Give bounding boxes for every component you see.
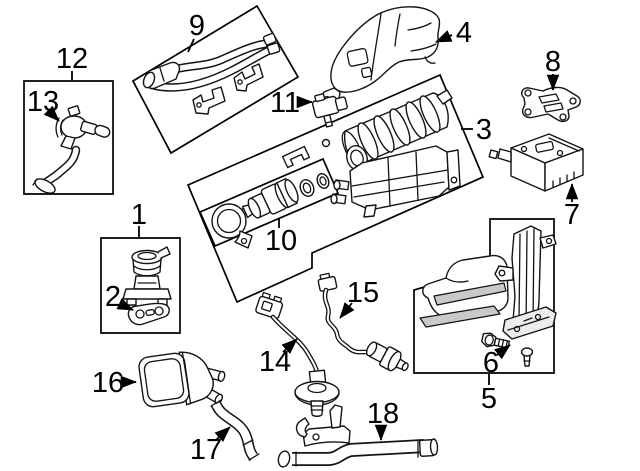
part-label-12: 12: [56, 43, 88, 75]
part-label-9: 9: [189, 10, 205, 42]
pcv-hose-drawing: [32, 145, 81, 194]
part-label-6: 6: [483, 347, 499, 379]
leader-line-6: [494, 344, 511, 360]
egr-gasket-drawing: [127, 302, 170, 326]
part-label-17: 17: [190, 434, 222, 466]
map-sensor-drawing: [311, 93, 348, 128]
pcv-valve-drawing: [55, 105, 111, 150]
purge-valve-kit-drawing: [211, 145, 330, 249]
part-label-2: 2: [105, 281, 121, 313]
screw-drawing: [520, 347, 534, 367]
egr-valve-drawing: [122, 246, 172, 306]
part-label-10: 10: [265, 225, 297, 257]
parts-layer: [32, 6, 584, 468]
oxygen-sensor-rear-drawing: [317, 272, 409, 372]
vapor-canister-drawing: [330, 89, 461, 218]
part-label-14: 14: [259, 346, 291, 378]
part-label-16: 16: [92, 367, 124, 399]
leader-line-4: [435, 30, 453, 43]
bracket-plate-drawing: [502, 306, 557, 340]
leader-line-14: [281, 338, 298, 355]
leader-line-13: [43, 105, 60, 122]
oxygen-sensor-front-drawing: [255, 291, 340, 417]
leader-line-2: [116, 297, 134, 311]
small-grommet-drawing: [321, 138, 331, 148]
leader-line-15: [339, 302, 355, 319]
part-label-5: 5: [481, 383, 497, 415]
part-label-13: 13: [27, 86, 59, 118]
module-bracket-drawing: [521, 86, 581, 123]
part-label-18: 18: [367, 398, 399, 430]
canister-bracket-drawing: [419, 225, 557, 367]
control-module-drawing: [488, 133, 584, 192]
part-label-15: 15: [347, 277, 379, 309]
part-label-1: 1: [131, 199, 147, 231]
leader-line-17: [214, 426, 231, 443]
part-label-7: 7: [564, 199, 580, 231]
part-label-8: 8: [545, 46, 561, 78]
water-pipe-drawing: [277, 404, 439, 468]
part-label-4: 4: [456, 17, 472, 49]
part-label-11: 11: [270, 87, 300, 119]
hose-assembly-drawing: [142, 32, 281, 115]
leader-line-9: [187, 38, 195, 53]
part-label-3: 3: [476, 114, 492, 146]
vent-hose-drawing: [210, 399, 260, 461]
resonator-drawing: [138, 351, 226, 408]
